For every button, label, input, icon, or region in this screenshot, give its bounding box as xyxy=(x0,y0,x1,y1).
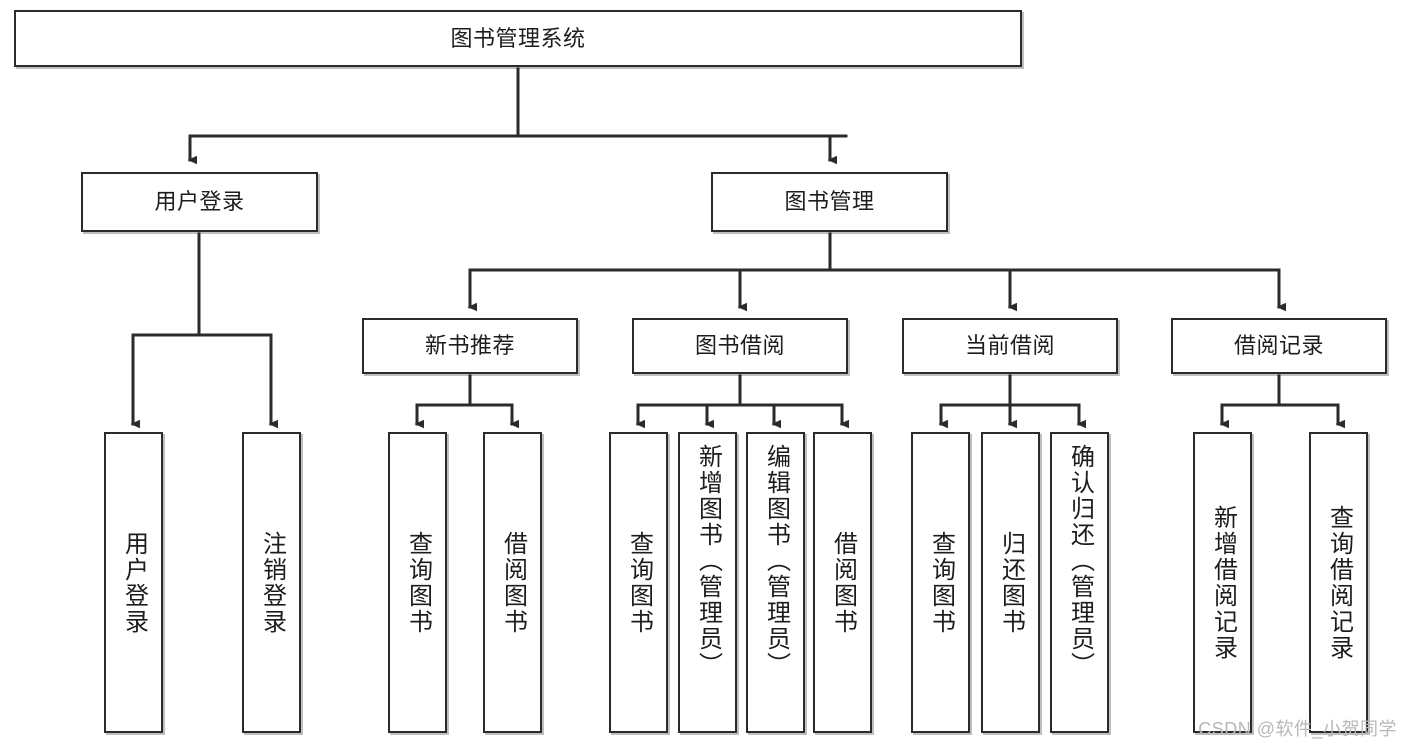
leaf-record-query-borrow-record[interactable]: 查询借阅记录 xyxy=(1309,432,1368,733)
leaf-borrow-query-book[interactable]: 查询图书 xyxy=(609,432,668,733)
node-label: 编辑图书（管理员） xyxy=(762,444,790,678)
node-label: 借阅图书 xyxy=(829,530,857,635)
node-label: 当前借阅 xyxy=(964,333,1055,359)
watermark-text: CSDN @软件_小贺同学 xyxy=(1198,719,1397,739)
leaf-borrow-borrow-book[interactable]: 借阅图书 xyxy=(813,432,872,733)
node-label: 图书管理系统 xyxy=(450,25,586,51)
node-label: 图书管理 xyxy=(784,189,875,215)
leaf-current-return-book[interactable]: 归还图书 xyxy=(981,432,1040,733)
leaf-user-login-logout[interactable]: 注销登录 xyxy=(242,432,301,733)
node-root-book-management-system[interactable]: 图书管理系统 xyxy=(14,10,1022,67)
node-book-management[interactable]: 图书管理 xyxy=(711,172,948,232)
node-label: 确认归还（管理员） xyxy=(1066,444,1094,678)
node-label: 查询图书 xyxy=(404,530,432,635)
node-label: 新增借阅记录 xyxy=(1209,504,1237,661)
node-label: 新书推荐 xyxy=(424,333,515,359)
node-label: 查询图书 xyxy=(625,530,653,635)
leaf-current-query-book[interactable]: 查询图书 xyxy=(911,432,970,733)
node-new-book-recommend[interactable]: 新书推荐 xyxy=(362,318,578,374)
node-user-login[interactable]: 用户登录 xyxy=(81,172,318,232)
node-label: 新增图书（管理员） xyxy=(694,444,722,678)
node-label: 借阅图书 xyxy=(499,530,527,635)
node-label: 借阅记录 xyxy=(1233,333,1324,359)
node-book-borrow[interactable]: 图书借阅 xyxy=(632,318,848,374)
node-label: 查询借阅记录 xyxy=(1325,504,1353,661)
node-borrow-record[interactable]: 借阅记录 xyxy=(1171,318,1387,374)
node-label: 用户登录 xyxy=(154,189,245,215)
leaf-borrow-add-book-admin[interactable]: 新增图书（管理员） xyxy=(678,432,737,733)
node-label: 注销登录 xyxy=(258,530,286,635)
leaf-recommend-query-book[interactable]: 查询图书 xyxy=(388,432,447,733)
leaf-record-add-borrow-record[interactable]: 新增借阅记录 xyxy=(1193,432,1252,733)
node-label: 图书借阅 xyxy=(694,333,785,359)
node-label: 归还图书 xyxy=(997,530,1025,635)
node-current-borrow[interactable]: 当前借阅 xyxy=(902,318,1118,374)
node-label: 用户登录 xyxy=(120,530,148,635)
leaf-user-login-login[interactable]: 用户登录 xyxy=(104,432,163,733)
leaf-current-confirm-return-admin[interactable]: 确认归还（管理员） xyxy=(1050,432,1109,733)
leaf-borrow-edit-book-admin[interactable]: 编辑图书（管理员） xyxy=(746,432,805,733)
leaf-recommend-borrow-book[interactable]: 借阅图书 xyxy=(483,432,542,733)
node-label: 查询图书 xyxy=(927,530,955,635)
